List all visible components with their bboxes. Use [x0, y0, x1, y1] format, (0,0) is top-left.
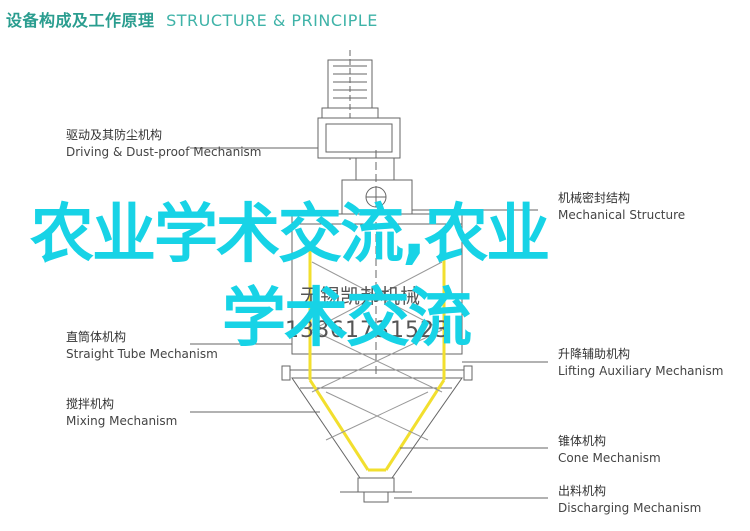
label-straight-cn: 直筒体机构	[66, 330, 127, 344]
mixing-screw	[308, 250, 446, 472]
straight-tube	[281, 223, 473, 381]
label-drive-cn: 驱动及其防尘机构	[66, 128, 163, 142]
cross-bracing	[311, 261, 443, 441]
label-mixing-en: Mixing Mechanism	[66, 414, 178, 428]
motor	[321, 50, 379, 160]
label-cone-cn: 锥体机构	[558, 434, 607, 448]
label-mixing-cn: 搅拌机构	[66, 397, 115, 411]
label-straight-en: Straight Tube Mechanism	[66, 347, 218, 361]
overlay-text-line1: 农业学术交流,农业	[30, 198, 550, 272]
label-sealing-cn: 机械密封结构	[558, 191, 631, 205]
header-title-en: STRUCTURE & PRINCIPLE	[166, 11, 378, 30]
label-lifting-cn: 升降辅助机构	[558, 347, 631, 361]
label-lifting-en: Lifting Auxiliary Mechanism	[558, 364, 724, 378]
label-sealing: 机械密封结构 Mechanical Structure	[558, 190, 685, 225]
label-discharge: 出料机构 Discharging Mechanism	[558, 483, 701, 518]
label-cone: 锥体机构 Cone Mechanism	[558, 433, 661, 468]
gearbox	[317, 117, 401, 181]
label-drive: 驱动及其防尘机构 Driving & Dust-proof Mechanism	[66, 127, 261, 162]
label-straight: 直筒体机构 Straight Tube Mechanism	[66, 329, 218, 364]
leader-lines	[190, 147, 548, 499]
page-header: 设备构成及工作原理 STRUCTURE & PRINCIPLE	[6, 7, 378, 31]
label-sealing-en: Mechanical Structure	[558, 208, 686, 222]
manufacturer-phone: 13861731523	[285, 318, 450, 343]
discharge-valve	[340, 477, 412, 503]
header-title-cn: 设备构成及工作原理	[6, 11, 155, 30]
label-cone-en: Cone Mechanism	[558, 451, 661, 465]
label-mixing: 搅拌机构 Mixing Mechanism	[66, 396, 177, 431]
label-lifting: 升降辅助机构 Lifting Auxiliary Mechanism	[558, 346, 723, 381]
label-drive-en: Driving & Dust-proof Mechanism	[66, 145, 262, 159]
label-discharge-en: Discharging Mechanism	[558, 501, 702, 515]
overlay-text-line2: 学术交流	[222, 282, 472, 356]
label-discharge-cn: 出料机构	[558, 484, 607, 498]
manufacturer-name: 无锡凯邦机械	[300, 284, 420, 308]
